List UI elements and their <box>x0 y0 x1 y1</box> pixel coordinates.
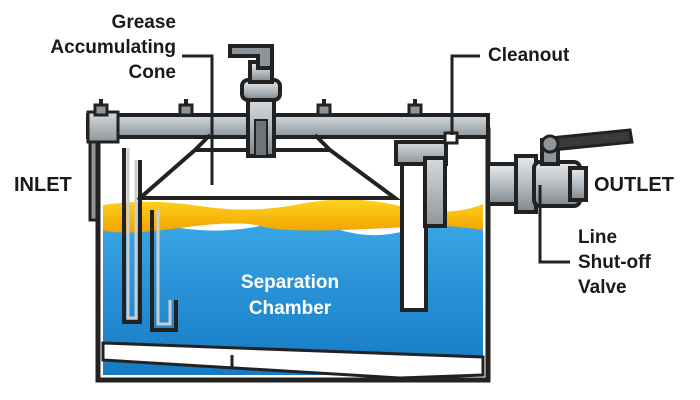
lid-bolts <box>93 99 423 117</box>
label-shutoff-line3: Valve <box>578 277 627 298</box>
leader-shutoff <box>538 185 570 264</box>
sloped-bottom-plate <box>101 341 485 380</box>
shutoff-valve <box>532 128 634 208</box>
inlet-baffles <box>122 148 178 332</box>
lid-bolt <box>316 99 332 117</box>
label-grease-cone: Grease Accumulating Cone <box>50 12 176 83</box>
lid-bolt <box>178 99 194 117</box>
water-layer <box>103 218 483 375</box>
label-shutoff-line1: Line <box>578 227 617 248</box>
label-chamber: Separation Chamber <box>241 272 339 319</box>
outlet-coupling <box>486 154 538 214</box>
label-cleanout: Cleanout <box>488 45 570 66</box>
label-chamber-line1: Separation <box>241 272 339 293</box>
leader-grease-cone <box>182 54 214 185</box>
label-grease-cone-line2: Accumulating <box>50 37 176 58</box>
grease-layer <box>103 199 483 233</box>
lid-bolt <box>407 99 423 117</box>
label-inlet: INLET <box>14 174 72 196</box>
leader-lines <box>182 54 570 264</box>
label-shutoff-line2: Shut-off <box>578 252 651 273</box>
label-chamber-line2: Chamber <box>249 298 332 319</box>
label-grease-cone-line3: Cone <box>129 62 177 83</box>
outlet-baffle <box>394 140 448 312</box>
label-outlet: OUTLET <box>594 174 674 196</box>
leader-cleanout <box>450 54 480 135</box>
label-grease-cone-line1: Grease <box>112 12 176 33</box>
grease-cone <box>134 133 402 200</box>
lid-bolt <box>93 99 109 117</box>
draw-off-pipe <box>228 44 282 158</box>
tank-lid <box>86 110 490 144</box>
label-shutoff: Line Shut-off Valve <box>578 227 651 298</box>
